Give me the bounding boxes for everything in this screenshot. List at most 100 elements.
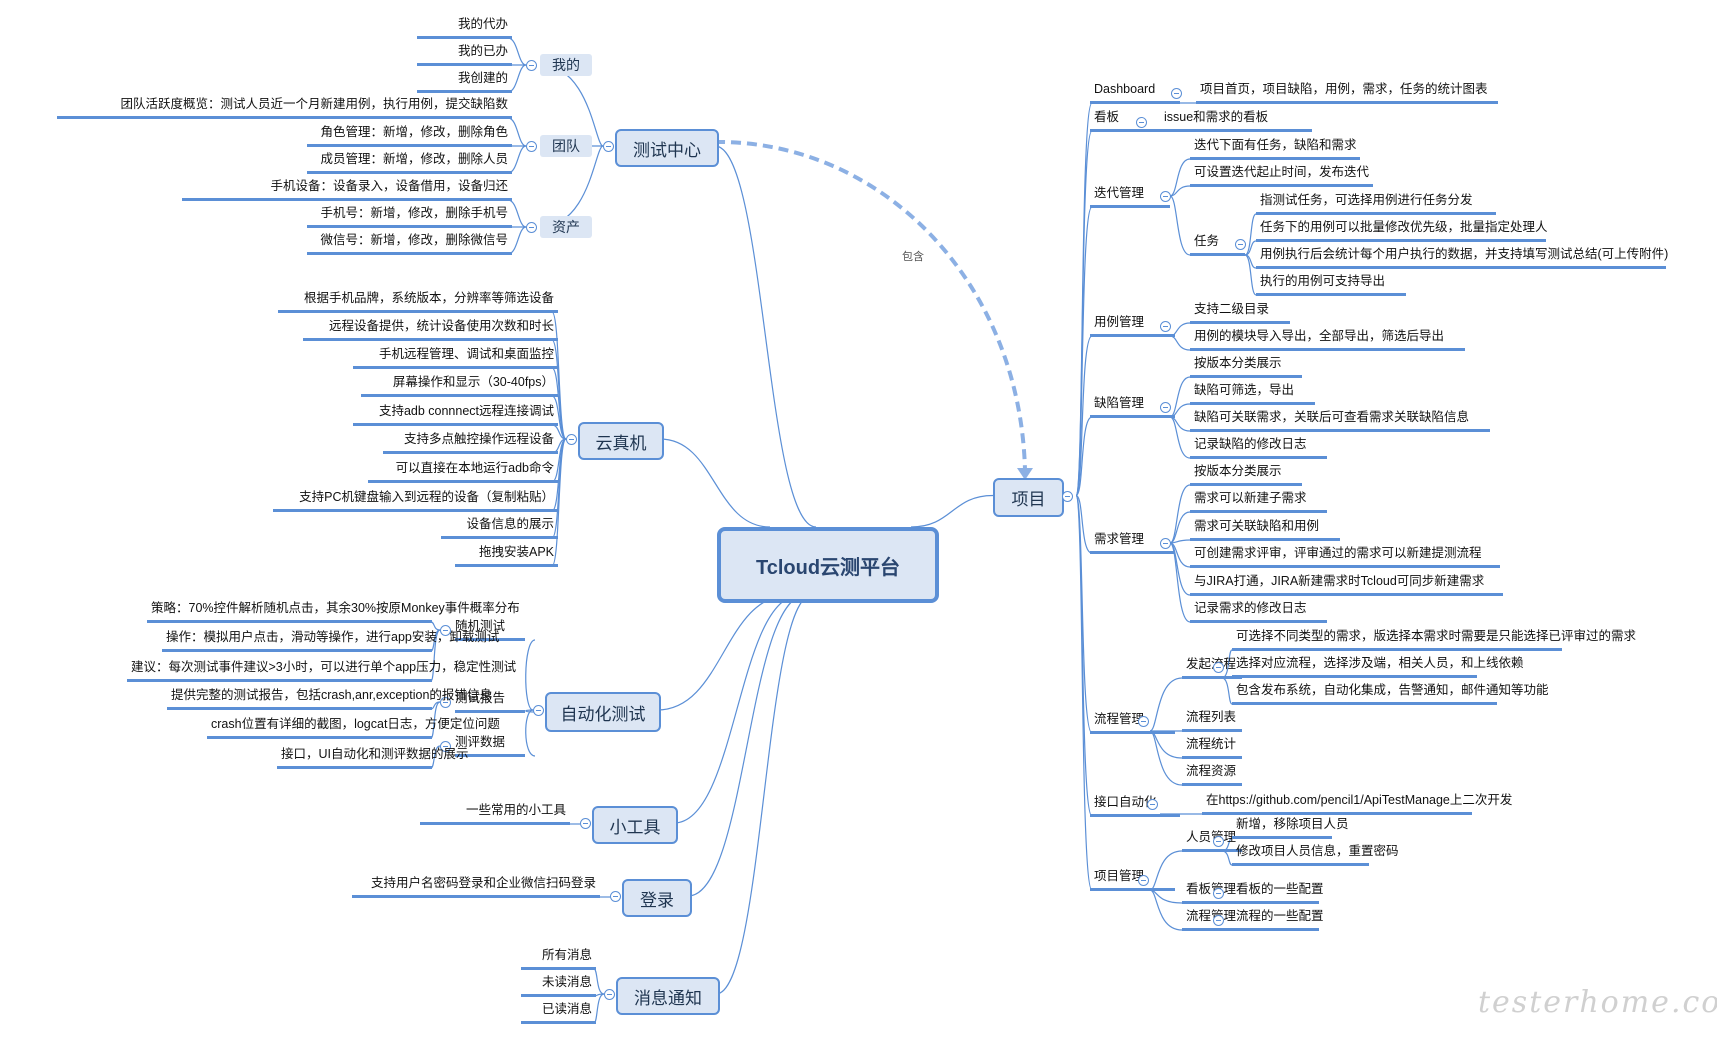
sub-topic-0[interactable]: 我的 (540, 54, 592, 76)
collapse-toggle-icon[interactable] (440, 625, 451, 636)
leaf-topic[interactable]: 微信号：新增，修改，删除微信号 (307, 232, 512, 255)
collapse-toggle-icon[interactable] (526, 222, 537, 233)
leaf-topic[interactable]: 按版本分类展示 (1190, 355, 1302, 378)
main-topic-automation[interactable]: 自动化测试 (545, 692, 661, 732)
leaf-topic[interactable]: 手机远程管理、调试和桌面监控 (353, 346, 558, 369)
main-topic-login[interactable]: 登录 (622, 879, 692, 917)
leaf-topic[interactable]: 缺陷可关联需求，关联后可查看需求关联缺陷信息 (1190, 409, 1490, 432)
leaf-topic[interactable]: 需求可关联缺陷和用例 (1190, 518, 1340, 541)
collapse-toggle-icon[interactable] (1213, 662, 1224, 673)
leaf-topic[interactable]: 修改项目人员信息，重置密码 (1232, 843, 1399, 866)
leaf-topic[interactable]: 已读消息 (521, 1001, 596, 1024)
sub-topic-1[interactable]: 测试报告 (455, 690, 525, 713)
leaf-topic[interactable]: 接口，UI自动化和测评数据的展示 (277, 746, 469, 769)
leaf-topic[interactable]: 新增，移除项目人员 (1232, 816, 1349, 839)
sub-topic-0[interactable]: 随机测试 (455, 618, 525, 641)
leaf-topic[interactable]: 提供完整的测试报告，包括crash,anr,exception的报错信息 (167, 687, 492, 710)
collapse-toggle-icon[interactable] (604, 989, 615, 1000)
main-topic-tools[interactable]: 小工具 (592, 806, 678, 844)
main-topic-test-center[interactable]: 测试中心 (615, 129, 719, 167)
leaf-topic[interactable]: 角色管理：新增，修改，删除角色 (307, 124, 512, 147)
collapse-toggle-icon[interactable] (440, 741, 451, 752)
leaf-topic[interactable]: issue和需求的看板 (1160, 109, 1312, 132)
collapse-toggle-icon[interactable] (1160, 191, 1171, 202)
leaf-topic[interactable]: 手机号：新增，修改，删除手机号 (307, 205, 512, 228)
leaf-topic[interactable]: 看板的一些配置 (1232, 881, 1324, 904)
collapse-toggle-icon[interactable] (440, 697, 451, 708)
leaf-topic[interactable]: 支持用户名密码登录和企业微信扫码登录 (352, 875, 600, 898)
leaf-topic[interactable]: 与JIRA打通，JIRA新建需求时Tcloud可同步新建需求 (1190, 573, 1503, 596)
leaf-topic[interactable]: 用例执行后会统计每个用户执行的数据，并支持填写测试总结(可上传附件) (1256, 246, 1668, 269)
leaf-topic[interactable]: 所有消息 (521, 947, 596, 970)
leaf-topic[interactable]: crash位置有详细的截图，logcat日志，方便定位问题 (207, 716, 500, 739)
collapse-toggle-icon[interactable] (533, 705, 544, 716)
leaf-topic[interactable]: 流程列表 (1182, 709, 1242, 732)
leaf-topic[interactable]: 需求可以新建子需求 (1190, 490, 1327, 513)
leaf-topic[interactable]: 团队活跃度概览：测试人员近一个月新建用例，执行用例，提交缺陷数 (57, 96, 512, 119)
leaf-topic[interactable]: 支持二级目录 (1190, 301, 1290, 324)
leaf-topic[interactable]: 缺陷可筛选，导出 (1190, 382, 1315, 405)
collapse-toggle-icon[interactable] (1213, 888, 1224, 899)
collapse-toggle-icon[interactable] (1138, 716, 1149, 727)
leaf-topic[interactable]: 在https://github.com/pencil1/ApiTestManag… (1202, 792, 1512, 815)
collapse-toggle-icon[interactable] (603, 141, 614, 152)
leaf-topic[interactable]: 迭代管理 (1090, 185, 1170, 208)
root-topic[interactable]: Tcloud云测平台 (717, 527, 939, 603)
leaf-topic[interactable]: 流程资源 (1182, 763, 1242, 786)
leaf-topic[interactable]: 需求管理 (1090, 531, 1175, 554)
leaf-topic[interactable]: 记录缺陷的修改日志 (1190, 436, 1327, 459)
leaf-topic[interactable]: 迭代下面有任务，缺陷和需求 (1190, 137, 1360, 160)
collapse-toggle-icon[interactable] (1147, 799, 1158, 810)
leaf-topic[interactable]: 接口自动化 (1090, 794, 1180, 817)
collapse-toggle-icon[interactable] (1160, 538, 1171, 549)
leaf-topic[interactable]: 未读消息 (521, 974, 596, 997)
leaf-topic[interactable]: 成员管理：新增，修改，删除人员 (307, 151, 512, 174)
leaf-topic[interactable]: 项目首页，项目缺陷，用例，需求，任务的统计图表 (1196, 81, 1498, 104)
leaf-topic[interactable]: 操作：模拟用户点击，滑动等操作，进行app安装，卸载测试 (162, 629, 499, 652)
leaf-topic[interactable]: 可选择不同类型的需求，版选择本需求时需要是只能选择已评审过的需求 (1232, 628, 1636, 651)
collapse-toggle-icon[interactable] (1213, 915, 1224, 926)
leaf-topic[interactable]: 策略：70%控件解析随机点击，其余30%按原Monkey事件概率分布 (147, 600, 520, 623)
leaf-topic[interactable]: 按版本分类展示 (1190, 463, 1302, 486)
leaf-topic[interactable]: 根据手机品牌，系统版本，分辨率等筛选设备 (278, 290, 558, 313)
leaf-topic[interactable]: 我的已办 (417, 43, 512, 66)
collapse-toggle-icon[interactable] (580, 818, 591, 829)
collapse-toggle-icon[interactable] (1136, 117, 1147, 128)
leaf-topic[interactable]: 任务 (1190, 233, 1245, 256)
collapse-toggle-icon[interactable] (1235, 239, 1246, 250)
leaf-topic[interactable]: 支持多点触控操作远程设备 (383, 431, 558, 454)
sub-topic-2[interactable]: 资产 (540, 216, 592, 238)
leaf-topic[interactable]: 建议：每次测试事件建议>3小时，可以进行单个app压力，稳定性测试 (127, 659, 516, 682)
leaf-topic[interactable]: 流程管理 (1090, 711, 1175, 734)
leaf-topic[interactable]: 拖拽安装APK (455, 544, 558, 567)
leaf-topic[interactable]: 屏幕操作和显示（30-40fps） (361, 374, 558, 397)
leaf-topic[interactable]: 支持PC机键盘输入到远程的设备（复制粘贴） (273, 489, 558, 512)
leaf-topic[interactable]: 指测试任务，可选择用例进行任务分发 (1256, 192, 1496, 215)
leaf-topic[interactable]: 任务下的用例可以批量修改优先级，批量指定处理人 (1256, 219, 1548, 242)
leaf-topic[interactable]: 选择对应流程，选择涉及端，相关人员，和上线依赖 (1232, 655, 1524, 678)
leaf-topic[interactable]: 缺陷管理 (1090, 395, 1175, 418)
leaf-topic[interactable]: 项目管理 (1090, 868, 1175, 891)
leaf-topic[interactable]: 可创建需求评审，评审通过的需求可以新建提测流程 (1190, 545, 1500, 568)
collapse-toggle-icon[interactable] (566, 434, 577, 445)
collapse-toggle-icon[interactable] (1213, 836, 1224, 847)
collapse-toggle-icon[interactable] (526, 60, 537, 71)
sub-topic-1[interactable]: 团队 (540, 135, 592, 157)
leaf-topic[interactable]: 执行的用例可支持导出 (1256, 273, 1406, 296)
leaf-topic[interactable]: 包含发布系统，自动化集成，告警通知，邮件通知等功能 (1232, 682, 1549, 705)
leaf-topic[interactable]: 流程的一些配置 (1232, 908, 1324, 931)
collapse-toggle-icon[interactable] (1062, 490, 1073, 502)
main-topic-project[interactable]: 项目 (993, 478, 1064, 517)
leaf-topic[interactable]: 用例管理 (1090, 314, 1175, 337)
leaf-topic[interactable]: 可以直接在本地运行adb命令 (368, 460, 558, 483)
leaf-topic[interactable]: 记录需求的修改日志 (1190, 600, 1327, 623)
leaf-topic[interactable]: 我创建的 (417, 70, 512, 93)
collapse-toggle-icon[interactable] (1138, 875, 1149, 886)
leaf-topic[interactable]: 看板 (1090, 109, 1160, 132)
leaf-topic[interactable]: 远程设备提供，统计设备使用次数和时长 (303, 318, 558, 341)
leaf-topic[interactable]: 用例的模块导入导出，全部导出，筛选后导出 (1190, 328, 1465, 351)
collapse-toggle-icon[interactable] (526, 141, 537, 152)
leaf-topic[interactable]: 一些常用的小工具 (420, 802, 570, 825)
leaf-topic[interactable]: 手机设备：设备录入，设备借用，设备归还 (182, 178, 512, 201)
collapse-toggle-icon[interactable] (1160, 402, 1171, 413)
